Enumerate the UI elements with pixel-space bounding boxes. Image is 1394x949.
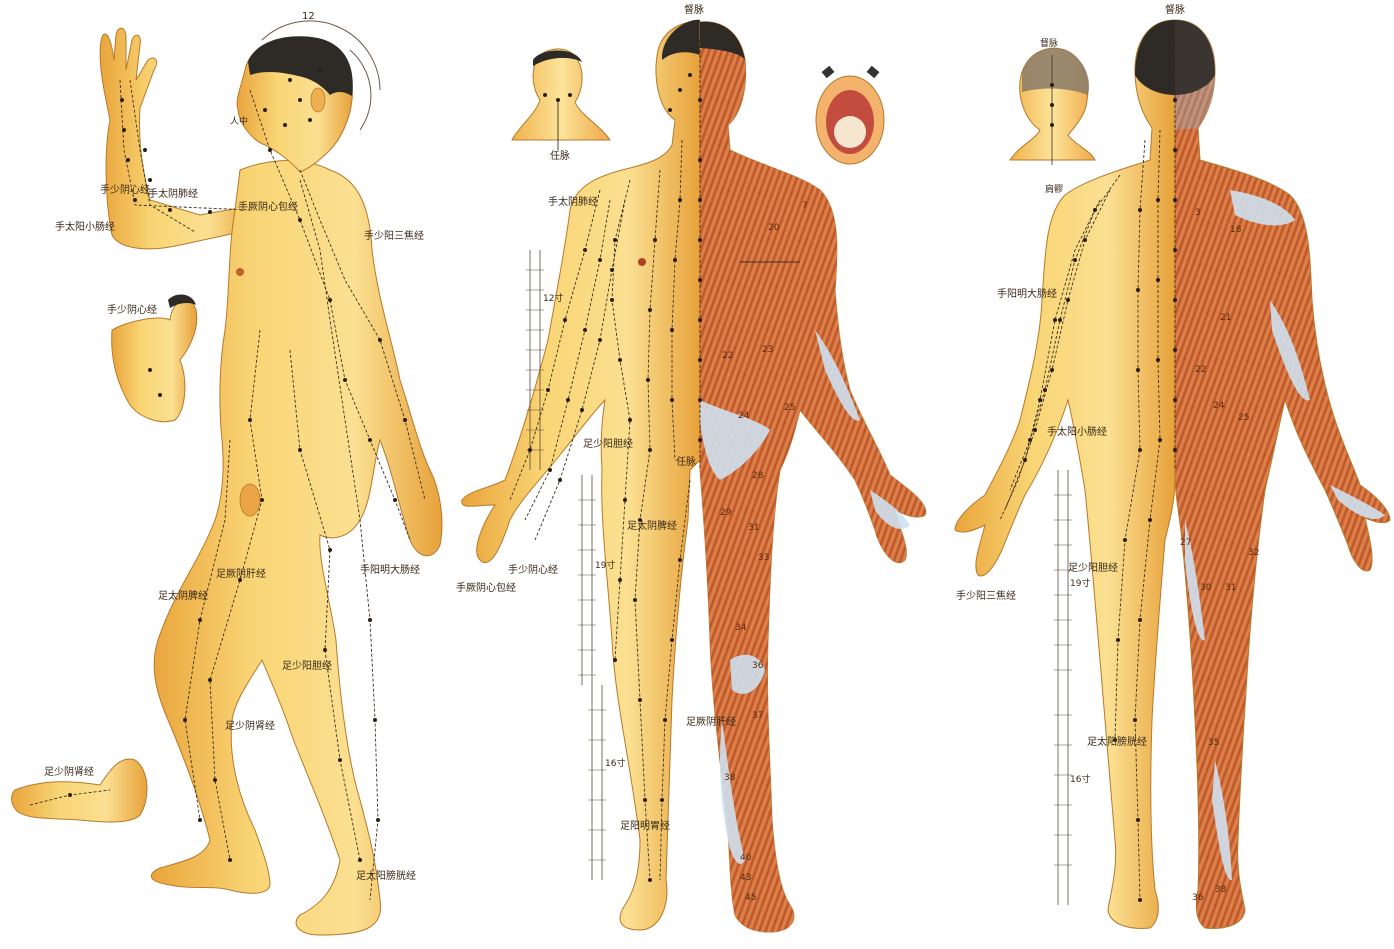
muscle-number-label: 25 [1238, 413, 1249, 423]
muscle-number-label: 37 [752, 711, 763, 721]
label-side-taiyin-spleen: 足太阴脾经 [158, 592, 208, 602]
muscle-number-label: 25 [784, 403, 795, 413]
label-back-yangming-large-intestine: 手阳明大肠经 [997, 290, 1057, 300]
muscle-number-label: 20 [768, 223, 780, 233]
muscle-number-label: 34 [735, 623, 747, 633]
label-side-jueyin-pericardium: 手厥阴心包经 [238, 203, 298, 213]
label-side-foot-shaoyin-kidney: 足少阴肾经 [44, 768, 94, 778]
label-front-inset-renmai: 任脉 [550, 152, 570, 162]
side-hair-arc-number: 12 [302, 12, 315, 22]
front-left-body [462, 22, 700, 930]
muscle-number-label: 3 [1195, 208, 1201, 218]
muscle-number-label: 33 [758, 553, 769, 563]
back-figure [955, 20, 1390, 928]
muscle-number-label: 36 [1192, 893, 1204, 903]
muscle-number-label: 38 [1215, 885, 1227, 895]
muscle-number-label: 18 [1230, 225, 1242, 235]
label-front-renmai: 任脉 [676, 458, 696, 468]
label-side-shaoyang-gallbladder: 足少阳胆经 [282, 662, 332, 672]
label-front-taiyin-lung: 手太阴肺经 [548, 198, 598, 208]
label-back-inset-dumai: 督脉 [1040, 40, 1058, 49]
label-front-scale-16: 16寸 [605, 760, 625, 769]
label-front-jueyin-pericardium: 手厥阴心包经 [456, 584, 516, 594]
label-front-shaoyang-gallbladder: 足少阳胆经 [583, 440, 633, 450]
muscle-number-label: 27 [1180, 538, 1191, 548]
front-figure [462, 20, 926, 932]
label-side-taiyin-lung: 手太阴肺经 [148, 190, 198, 200]
side-torso [151, 161, 442, 935]
label-side-inset-shaoyin-heart: 手少阴心经 [107, 306, 157, 316]
muscle-number-label: 38 [724, 773, 736, 783]
muscle-number-label: 24 [1213, 401, 1225, 411]
label-front-dumai: 督脉 [684, 6, 704, 16]
muscle-number-label: 43 [740, 873, 751, 883]
label-back-taiyang-bladder: 足太阳膀胱经 [1087, 738, 1147, 748]
label-side-shaoyin-heart: 手少阴心经 [100, 186, 150, 196]
muscle-number-label: 31 [1225, 583, 1236, 593]
muscle-number-label: 29 [720, 508, 732, 518]
label-side-shaoyin-kidney: 足少阴肾经 [225, 722, 275, 732]
side-raised-arm [100, 28, 255, 249]
muscle-number-label: 36 [752, 661, 764, 671]
muscle-number-label: 23 [762, 345, 773, 355]
label-renzhong: 人中 [230, 118, 248, 127]
label-back-jianjing: 肩髎 [1045, 186, 1063, 195]
label-front-taiyin-spleen: 足太阴脾经 [627, 522, 677, 532]
side-figure [12, 21, 442, 935]
front-inset-head [512, 49, 610, 140]
label-side-taiyang-small-intestine: 手太阳小肠经 [55, 223, 115, 233]
label-back-shaoyang-sanjiao: 手少阳三焦经 [956, 592, 1016, 602]
muscle-number-label: 22 [722, 351, 733, 361]
muscle-number-label: 30 [1200, 583, 1212, 593]
muscle-number-label: 32 [1248, 548, 1259, 558]
label-back-dumai: 督脉 [1165, 6, 1185, 16]
muscle-number-label: 24 [738, 411, 750, 421]
muscle-number-label: 21 [1220, 313, 1231, 323]
label-front-scale-12: 12寸 [543, 295, 563, 304]
label-back-scale-16: 16寸 [1070, 776, 1090, 785]
label-front-yangming-stomach: 足阳明胃经 [620, 822, 670, 832]
muscle-number-label: 31 [748, 523, 759, 533]
label-side-shaoyang-sanjiao: 手少阳三焦经 [364, 232, 424, 242]
muscle-number-label: 40 [740, 853, 752, 863]
label-side-jueyin-liver: 足厥阴肝经 [216, 570, 266, 580]
muscle-number-label: 7 [802, 201, 808, 211]
label-back-taiyang-small-intestine: 手太阳小肠经 [1047, 428, 1107, 438]
muscle-number-label: 28 [752, 471, 764, 481]
label-side-taiyang-bladder: 足太阳膀胱经 [356, 872, 416, 882]
label-back-scale-19: 19寸 [1070, 580, 1090, 589]
muscle-number-label: 35 [1208, 738, 1219, 748]
side-inset-figure [112, 300, 197, 422]
back-right-body [1175, 20, 1390, 928]
muscle-number-label: 22 [1195, 365, 1206, 375]
label-front-shaoyin-heart: 手少阴心经 [508, 566, 558, 576]
muscle-number-label: 45 [745, 893, 756, 903]
label-back-shaoyang-gallbladder: 足少阳胆经 [1068, 564, 1118, 574]
label-side-yangming-large-intestine: 手阳明大肠经 [360, 566, 420, 576]
label-front-jueyin-liver: 足厥阴肝经 [686, 718, 736, 728]
label-front-scale-19: 19寸 [595, 562, 615, 571]
